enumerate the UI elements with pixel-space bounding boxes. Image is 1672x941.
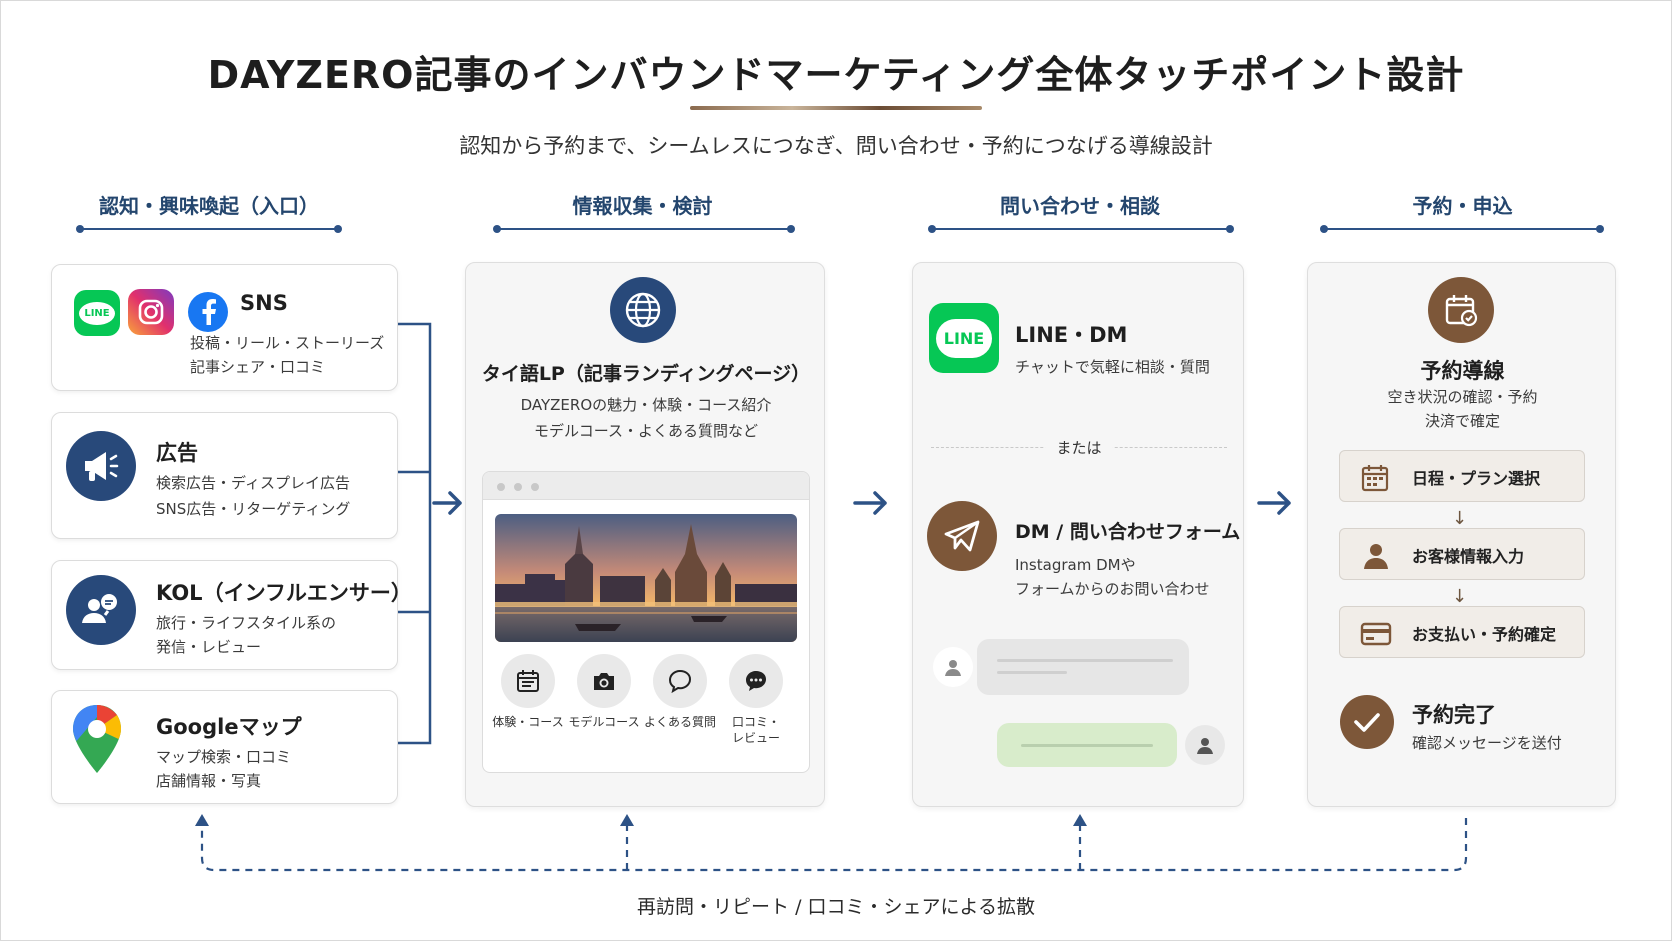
chat-bubble-outgoing bbox=[997, 723, 1177, 767]
page-subtitle: 認知から予約まで、シームレスにつなぎ、問い合わせ・予約につなげる導線設計 bbox=[459, 134, 1213, 158]
google-maps-title: Googleマップ bbox=[156, 715, 302, 739]
feature-label-faq: よくある質問 bbox=[643, 715, 716, 729]
or-label: または bbox=[1045, 431, 1113, 465]
sns-card[interactable]: LINE SNS 投稿・リール・ストーリーズ 記事シェア・口コミ bbox=[51, 264, 398, 391]
page-title: DAYZERO記事のインバウンドマーケティング全体タッチポイント設計 bbox=[207, 53, 1465, 97]
line-logo-icon: LINE bbox=[929, 303, 999, 373]
person-icon bbox=[1364, 544, 1388, 569]
line-dm-title: LINE・DM bbox=[1015, 323, 1128, 347]
dm-form-title: DM / 問い合わせフォーム bbox=[1015, 521, 1241, 543]
arrow-to-inquiry-icon bbox=[853, 491, 887, 515]
entry-bracket-connector bbox=[398, 322, 432, 745]
user-avatar-icon bbox=[933, 647, 973, 687]
facebook-icon bbox=[188, 292, 228, 332]
stage-booking-rule bbox=[1320, 225, 1604, 233]
lp-title: タイ語LP（記事ランディングページ） bbox=[481, 363, 811, 385]
thai-lp-panel[interactable]: タイ語LP（記事ランディングページ） DAYZEROの魅力・体験・コース紹介 モ… bbox=[465, 262, 825, 807]
stage-inquiry-label: 問い合わせ・相談 bbox=[1000, 194, 1160, 218]
globe-icon bbox=[610, 277, 676, 343]
line-app-icon: LINE bbox=[74, 290, 120, 336]
ads-line2: SNS広告・リターゲティング bbox=[156, 500, 351, 518]
feature-label-model-course: モデルコース bbox=[568, 715, 640, 729]
browser-dot bbox=[497, 483, 505, 491]
booking-complete-title: 予約完了 bbox=[1412, 703, 1496, 727]
booking-complete-desc: 確認メッセージを送付 bbox=[1412, 734, 1562, 752]
stage-research-label: 情報収集・検討 bbox=[572, 194, 713, 218]
question-bubble-icon bbox=[653, 654, 707, 708]
calendar-check-icon bbox=[1428, 277, 1494, 343]
title-underline bbox=[690, 106, 982, 110]
stage-inquiry-rule bbox=[928, 225, 1234, 233]
booking-line2: 決済で確定 bbox=[1424, 412, 1500, 430]
step-schedule-plan[interactable]: 日程・プラン選択 bbox=[1339, 450, 1585, 502]
sns-line2: 記事シェア・口コミ bbox=[190, 358, 326, 376]
feature-label-course: 体験・コース bbox=[492, 715, 564, 729]
credit-card-icon bbox=[1360, 622, 1392, 646]
influencer-icon bbox=[66, 575, 136, 645]
arrow-to-booking-icon bbox=[1257, 491, 1291, 515]
arrow-to-research-icon bbox=[432, 491, 462, 515]
dm-form-line1: Instagram DMや bbox=[1015, 556, 1136, 574]
thai-temple-photo bbox=[495, 514, 797, 642]
feature-label-reviews: 口コミ・ レビュー bbox=[731, 715, 780, 745]
staff-avatar-icon bbox=[1185, 725, 1225, 765]
inquiry-panel[interactable]: LINE LINE・DM チャットで気軽に相談・質問 または DM / 問い合わ… bbox=[912, 262, 1244, 807]
loop-label: 再訪問・リピート / 口コミ・シェアによる拡散 bbox=[637, 896, 1035, 918]
kol-title: KOL（インフルエンサー） bbox=[156, 581, 412, 605]
booking-title: 予約導線 bbox=[1420, 359, 1505, 383]
kol-line2: 発信・レビュー bbox=[156, 638, 262, 656]
down-arrow-icon: ↓ bbox=[1452, 586, 1468, 607]
paper-plane-icon bbox=[927, 501, 997, 571]
google-maps-pin-icon bbox=[70, 703, 124, 779]
ads-line1: 検索広告・ディスプレイ広告 bbox=[156, 474, 350, 492]
step-schedule-plan-label: 日程・プラン選択 bbox=[1412, 469, 1541, 488]
kol-line1: 旅行・ライフスタイル系の bbox=[156, 614, 337, 632]
browser-toolbar bbox=[483, 472, 809, 500]
sns-line1: 投稿・リール・ストーリーズ bbox=[190, 334, 385, 352]
browser-dot bbox=[514, 483, 522, 491]
down-arrow-icon: ↓ bbox=[1452, 508, 1468, 529]
stage-awareness-rule bbox=[76, 225, 342, 233]
step-customer-info-label: お客様情報入力 bbox=[1412, 547, 1525, 566]
kol-card[interactable]: KOL（インフルエンサー） 旅行・ライフスタイル系の 発信・レビュー bbox=[51, 560, 412, 670]
chat-bubble-incoming bbox=[977, 639, 1189, 695]
stage-awareness-label: 認知・興味喚起（入口） bbox=[99, 194, 319, 218]
stage-booking-label: 予約・申込 bbox=[1412, 194, 1513, 218]
calendar-list-icon bbox=[501, 654, 555, 708]
step-payment-confirm[interactable]: お支払い・予約確定 bbox=[1339, 606, 1585, 658]
google-maps-line1: マップ検索・口コミ bbox=[156, 748, 292, 766]
complete-check-icon bbox=[1340, 695, 1394, 749]
lp-line2: モデルコース・よくある質問など bbox=[534, 422, 758, 440]
calendar-grid-icon bbox=[1361, 465, 1389, 492]
stage-research-rule bbox=[493, 225, 795, 233]
browser-mockup: 体験・コース モデルコース よくある質問 口コミ・ レビュー bbox=[482, 471, 810, 773]
google-maps-line2: 店舗情報・写真 bbox=[156, 772, 262, 790]
google-maps-card[interactable]: Googleマップ マップ検索・口コミ 店舗情報・写真 bbox=[51, 690, 398, 804]
dm-form-line2: フォームからのお問い合わせ bbox=[1015, 580, 1210, 598]
ads-card[interactable]: 広告 検索広告・ディスプレイ広告 SNS広告・リターゲティング bbox=[51, 412, 398, 539]
instagram-icon bbox=[128, 289, 174, 335]
review-chat-icon bbox=[729, 654, 783, 708]
booking-line1: 空き状況の確認・予約 bbox=[1387, 388, 1538, 406]
camera-icon bbox=[577, 654, 631, 708]
feedback-loop-connector bbox=[195, 814, 1468, 872]
megaphone-icon bbox=[66, 431, 136, 501]
ads-title: 広告 bbox=[156, 441, 198, 465]
browser-dot bbox=[531, 483, 539, 491]
lp-line1: DAYZEROの魅力・体験・コース紹介 bbox=[520, 396, 772, 414]
line-dm-desc: チャットで気軽に相談・質問 bbox=[1015, 358, 1210, 376]
step-payment-confirm-label: お支払い・予約確定 bbox=[1412, 625, 1557, 644]
step-customer-info[interactable]: お客様情報入力 bbox=[1339, 528, 1585, 580]
sns-title: SNS bbox=[240, 291, 288, 315]
